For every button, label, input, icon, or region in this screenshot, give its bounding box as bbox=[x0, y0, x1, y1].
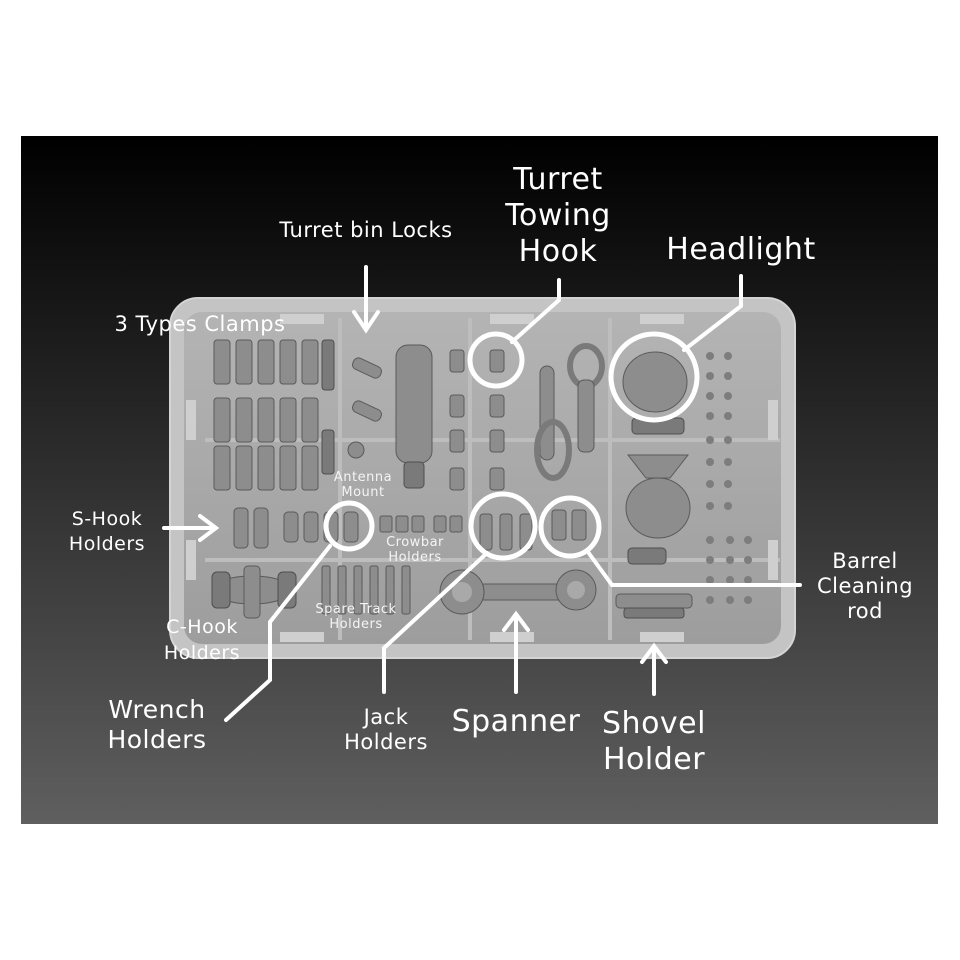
s-hook-parts bbox=[233, 507, 359, 549]
turret-bin-locks-label: Turret bin Locks bbox=[278, 218, 452, 242]
barrel-rod-highlight-circle bbox=[538, 495, 602, 559]
spanner-part bbox=[439, 569, 597, 615]
c-hook-parts bbox=[211, 565, 297, 619]
headlight-highlight-circle bbox=[608, 331, 700, 423]
barrel-cleaning-rod-label-line1: Barrel bbox=[832, 549, 897, 573]
barrel-cleaning-rod-label-line2: Cleaning bbox=[817, 574, 913, 598]
wrench-holder-highlight-circle bbox=[323, 500, 375, 552]
barrel-cleaning-rod-label-line3: rod bbox=[847, 599, 883, 623]
crowbar-holders-label-line2: Holders bbox=[388, 550, 441, 565]
three-types-clamps-label: 3 Types Clamps bbox=[115, 312, 286, 336]
turret-towing-hook-label-line2: Towing bbox=[504, 198, 611, 233]
s-hook-holders-label-line1: S-Hook bbox=[72, 508, 142, 530]
shovel-holder-label-line1: Shovel bbox=[602, 706, 706, 741]
leader-lines bbox=[162, 265, 802, 722]
spare-track-holders-label-line2: Holders bbox=[329, 617, 382, 632]
towing-hook-highlight-circle bbox=[467, 331, 525, 389]
clamp-parts bbox=[213, 339, 335, 491]
antenna-mount-label-line2: Mount bbox=[341, 485, 384, 500]
antenna-mount-label-line1: Antenna bbox=[334, 470, 392, 485]
towing-hook-parts bbox=[449, 349, 505, 491]
shovel-holder-part bbox=[615, 593, 693, 619]
turret-bin-lock-parts bbox=[347, 344, 433, 489]
s-hook-holders-label-line2: Holders bbox=[69, 533, 145, 555]
jack-holder-highlight-circle bbox=[468, 491, 538, 561]
crowbar-holders-label-line1: Crowbar bbox=[386, 535, 444, 550]
spare-track-holders-label-line1: Spare Track bbox=[315, 602, 396, 617]
wrench-holders-label-line2: Holders bbox=[107, 725, 206, 754]
cable-rod-parts bbox=[534, 343, 605, 481]
turret-towing-hook-label-line1: Turret bbox=[512, 162, 602, 197]
small-peg-parts bbox=[706, 352, 752, 604]
jack-holder-parts bbox=[479, 509, 587, 551]
turret-towing-hook-label-line3: Hook bbox=[519, 234, 598, 269]
tray-tabs bbox=[186, 314, 778, 642]
headlight-label: Headlight bbox=[666, 232, 815, 267]
c-hook-holders-label-line2: Holders bbox=[164, 642, 240, 664]
jack-holders-label-line1: Jack bbox=[362, 705, 409, 729]
headlight-parts bbox=[622, 351, 691, 565]
jack-holders-label-line2: Holders bbox=[344, 730, 428, 754]
spanner-label: Spanner bbox=[452, 704, 581, 739]
spare-track-holder-parts bbox=[321, 565, 411, 615]
wrench-holders-label-line1: Wrench bbox=[108, 695, 205, 724]
c-hook-holders-label-line1: C-Hook bbox=[166, 616, 238, 638]
crowbar-holder-parts bbox=[379, 515, 463, 533]
shovel-holder-label-line2: Holder bbox=[603, 742, 705, 777]
